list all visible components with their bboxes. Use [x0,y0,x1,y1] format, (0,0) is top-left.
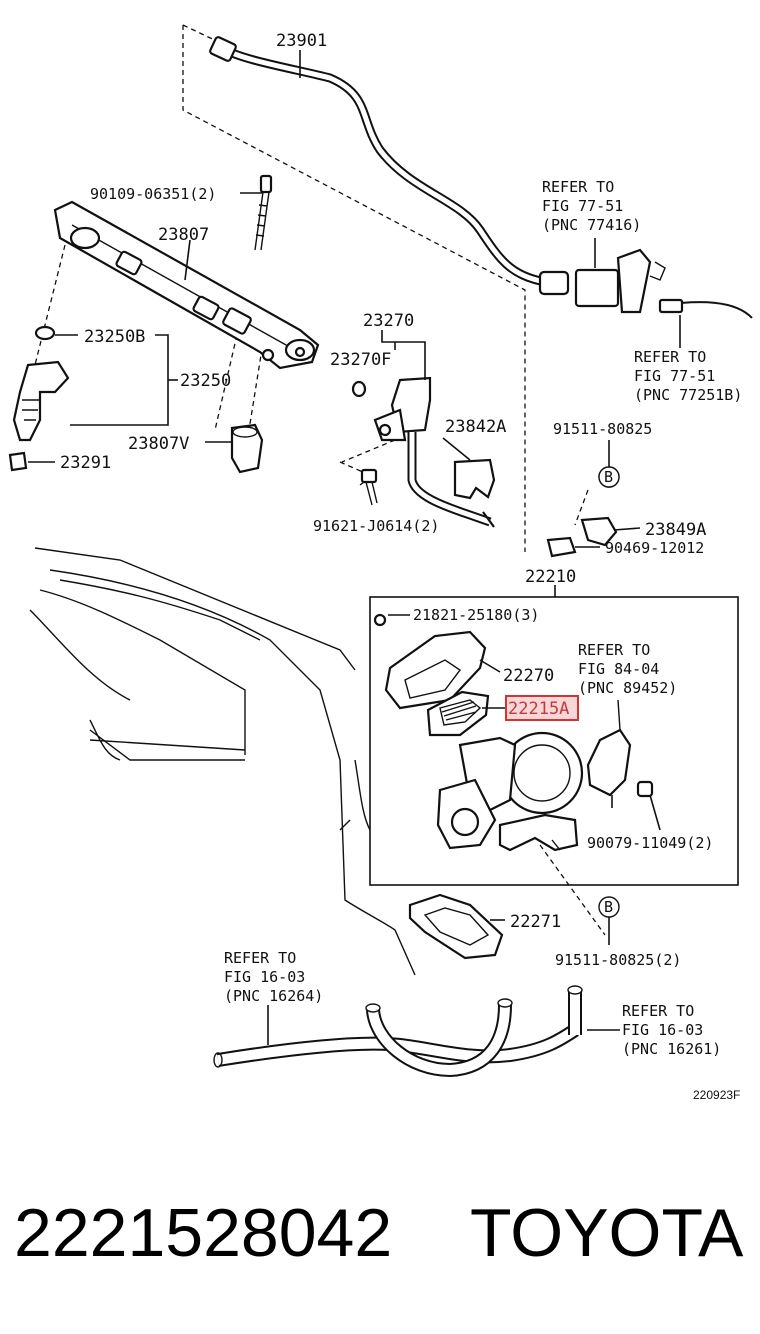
refer-line1: REFER TO [542,178,614,196]
refer-line1: REFER TO [622,1002,694,1020]
refer-line3: (PNC 77416) [542,216,641,234]
footer-part-number: 2221528042 [14,1195,392,1271]
bolt-91621 [360,468,378,506]
label-23250[interactable]: 23250 [180,371,231,391]
refer-line1: REFER TO [578,641,650,659]
label-22210[interactable]: 22210 [525,567,576,587]
refer-note-fig1603-a[interactable]: REFER TO FIG 16-03 (PNC 16264) [224,949,323,1005]
callout-b-top: B [598,466,620,488]
callout-b-bottom: B [598,896,620,918]
refer-line2: FIG 16-03 [622,1021,703,1039]
refer-note-fig8404[interactable]: REFER TO FIG 84-04 (PNC 89452) [578,641,677,697]
refer-note-fig1603-b[interactable]: REFER TO FIG 16-03 (PNC 16261) [622,1002,721,1058]
label-22271[interactable]: 22271 [510,912,561,932]
label-91621-j0614[interactable]: 91621-J0614(2) [313,517,439,535]
label-23270[interactable]: 23270 [363,311,414,331]
bolt-90109 [254,174,273,251]
refer-line2: FIG 77-51 [542,197,623,215]
throttle-body [373,613,654,852]
label-91511-80825-bottom[interactable]: 91511-80825(2) [555,951,681,969]
injector-23250 [8,325,70,472]
refer-line3: (PNC 77251B) [634,386,742,404]
intake-manifold [29,547,416,976]
label-23901[interactable]: 23901 [276,31,327,51]
leader-lines [28,50,681,1045]
part-labels: 23901 90109-06351(2) 23807 23250B 23250 … [60,31,713,969]
refer-line3: (PNC 16261) [622,1040,721,1058]
callout-b-bottom-label: B [604,898,613,916]
fuel-rail-23807 [53,200,320,370]
refer-line3: (PNC 89452) [578,679,677,697]
refer-line3: (PNC 16264) [224,987,323,1005]
insulator-23807v [230,423,264,474]
refer-line2: FIG 84-04 [578,660,659,678]
refer-line2: FIG 16-03 [224,968,305,986]
label-90469-12012[interactable]: 90469-12012 [605,539,704,557]
label-23807v[interactable]: 23807V [128,434,189,454]
label-22270[interactable]: 22270 [503,666,554,686]
label-23807[interactable]: 23807 [158,225,209,245]
callout-b-top-label: B [604,468,613,486]
label-90079-11049[interactable]: 90079-11049(2) [587,834,713,852]
label-22215a[interactable]: 22215A [508,699,569,719]
label-21821-25180[interactable]: 21821-25180(3) [413,606,539,624]
clamp-23842a [453,458,496,500]
footer-brand: TOYOTA [470,1195,744,1271]
label-23270f[interactable]: 23270F [330,350,391,370]
label-23291[interactable]: 23291 [60,453,111,473]
label-23842a[interactable]: 23842A [445,417,506,437]
figure-code: 220923F [693,1088,740,1102]
highlight-box-22215a [505,695,579,721]
throttle-body-box [369,585,739,886]
refer-line2: FIG 77-51 [634,367,715,385]
label-23250b[interactable]: 23250B [84,327,145,347]
refer-line1: REFER TO [634,348,706,366]
label-23849a[interactable]: 23849A [645,520,706,540]
fuel-hose-23901 [209,36,753,319]
refer-line1: REFER TO [224,949,296,967]
gasket-22271 [408,893,504,960]
refer-note-fig7751-b[interactable]: REFER TO FIG 77-51 (PNC 77251B) [634,348,742,404]
vsv-23270 [351,376,495,528]
label-91511-80825-top[interactable]: 91511-80825 [553,420,652,438]
label-90109-06351[interactable]: 90109-06351(2) [90,185,216,203]
water-hoses [213,985,583,1078]
refer-note-fig7751-a[interactable]: REFER TO FIG 77-51 (PNC 77416) [542,178,641,234]
